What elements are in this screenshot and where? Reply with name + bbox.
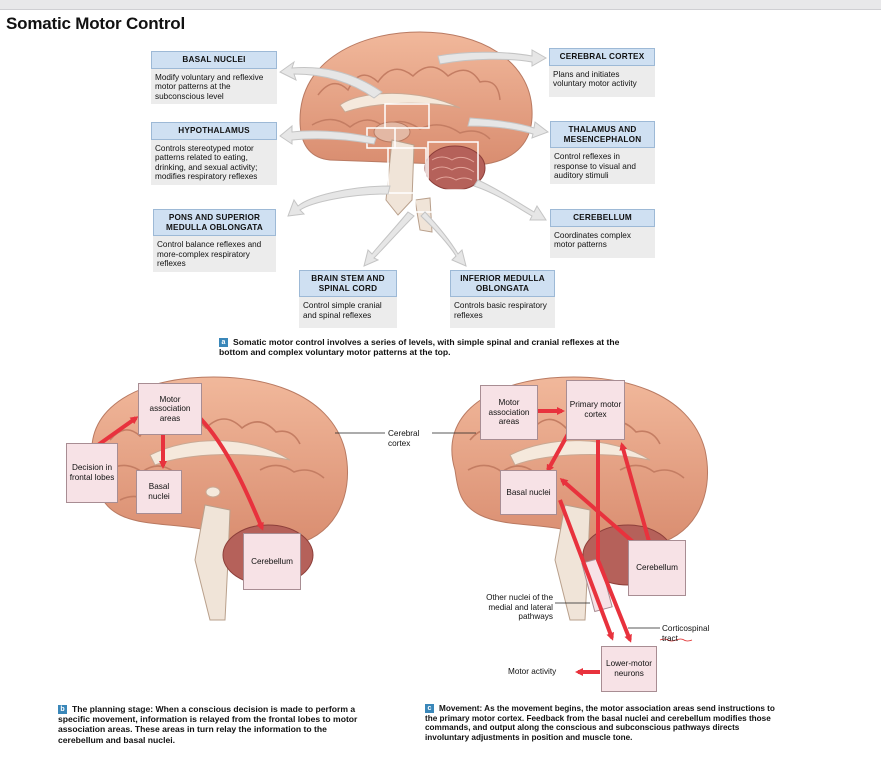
caption-a-tag: a — [219, 338, 228, 347]
box-thalamus: THALAMUS AND MESENCEPHALON Control refle… — [550, 121, 655, 184]
caption-c-tag: c — [425, 704, 434, 713]
box-heading: CEREBELLUM — [550, 209, 655, 227]
lower-motor-neurons-box: Lower-motor neurons — [601, 646, 657, 692]
page-title: Somatic Motor Control — [6, 14, 186, 33]
box-inferior-medulla: INFERIOR MEDULLA OBLONGATA Controls basi… — [450, 270, 555, 329]
cerebellum-box-b: Cerebellum — [243, 533, 301, 590]
panel-b-arrows — [96, 416, 264, 531]
box-pons: PONS AND SUPERIOR MEDULLA OBLONGATA Cont… — [153, 209, 276, 272]
box-text: Control reflexes in response to visual a… — [550, 148, 655, 184]
box-text: Controls stereotyped motor patterns rela… — [151, 139, 277, 185]
box-text: Modify voluntary and reflexive motor pat… — [151, 68, 277, 105]
decision-box: Decision in frontal lobes — [66, 443, 118, 503]
box-brainstem: BRAIN STEM AND SPINAL CORD Control simpl… — [299, 270, 397, 329]
motor-association-box-c: Motor association areas — [480, 385, 538, 440]
panel-a-brain — [299, 31, 533, 233]
motor-association-box-b: Motor association areas — [138, 383, 202, 435]
other-nuclei-label: Other nuclei of the medial and lateral p… — [486, 593, 553, 622]
box-hypothalamus: HYPOTHALAMUS Controls stereotyped motor … — [151, 122, 277, 185]
spellcheck-underline — [659, 638, 693, 642]
leader-lines — [335, 432, 660, 629]
cerebral-cortex-label: Cerebral cortex — [388, 429, 420, 448]
motor-activity-label: Motor activity — [508, 667, 557, 676]
box-basal-nuclei: BASAL NUCLEI Modify voluntary and reflex… — [151, 51, 277, 105]
panel-c-arrows — [535, 407, 652, 676]
window-top-bar — [0, 0, 881, 10]
panel-a-arrows — [279, 49, 550, 267]
box-heading: THALAMUS AND MESENCEPHALON — [550, 121, 655, 149]
basal-nuclei-box-c: Basal nuclei — [500, 470, 557, 515]
box-heading: CEREBRAL CORTEX — [549, 48, 655, 66]
caption-c-text: Movement: As the movement begins, the mo… — [425, 704, 775, 742]
box-heading: INFERIOR MEDULLA OBLONGATA — [450, 270, 555, 298]
basal-nuclei-box-b: Basal nuclei — [136, 470, 182, 514]
box-cerebellum: CEREBELLUM Coordinates complex motor pat… — [550, 209, 655, 258]
box-heading: PONS AND SUPERIOR MEDULLA OBLONGATA — [153, 209, 276, 237]
caption-b-tag: b — [58, 705, 67, 714]
box-text: Coordinates complex motor patterns — [550, 226, 655, 258]
panel-b-brain — [91, 376, 349, 621]
box-text: Control simple cranial and spinal reflex… — [299, 297, 397, 329]
box-text: Control balance reflexes and more-comple… — [153, 236, 276, 272]
box-heading: HYPOTHALAMUS — [151, 122, 277, 140]
cerebellum-box-c: Cerebellum — [628, 540, 686, 596]
box-heading: BASAL NUCLEI — [151, 51, 277, 69]
box-heading: BRAIN STEM AND SPINAL CORD — [299, 270, 397, 298]
box-text: Controls basic respiratory reflexes — [450, 297, 555, 329]
caption-a-text: Somatic motor control involves a series … — [219, 337, 620, 358]
primary-motor-cortex-box: Primary motor cortex — [566, 380, 625, 440]
box-cerebral-cortex: CEREBRAL CORTEX Plans and initiates volu… — [549, 48, 655, 97]
box-text: Plans and initiates voluntary motor acti… — [549, 65, 655, 97]
corticospinal-tract-label: Corticospinal tract — [662, 624, 710, 643]
caption-b-text: The planning stage: When a conscious dec… — [58, 704, 358, 745]
